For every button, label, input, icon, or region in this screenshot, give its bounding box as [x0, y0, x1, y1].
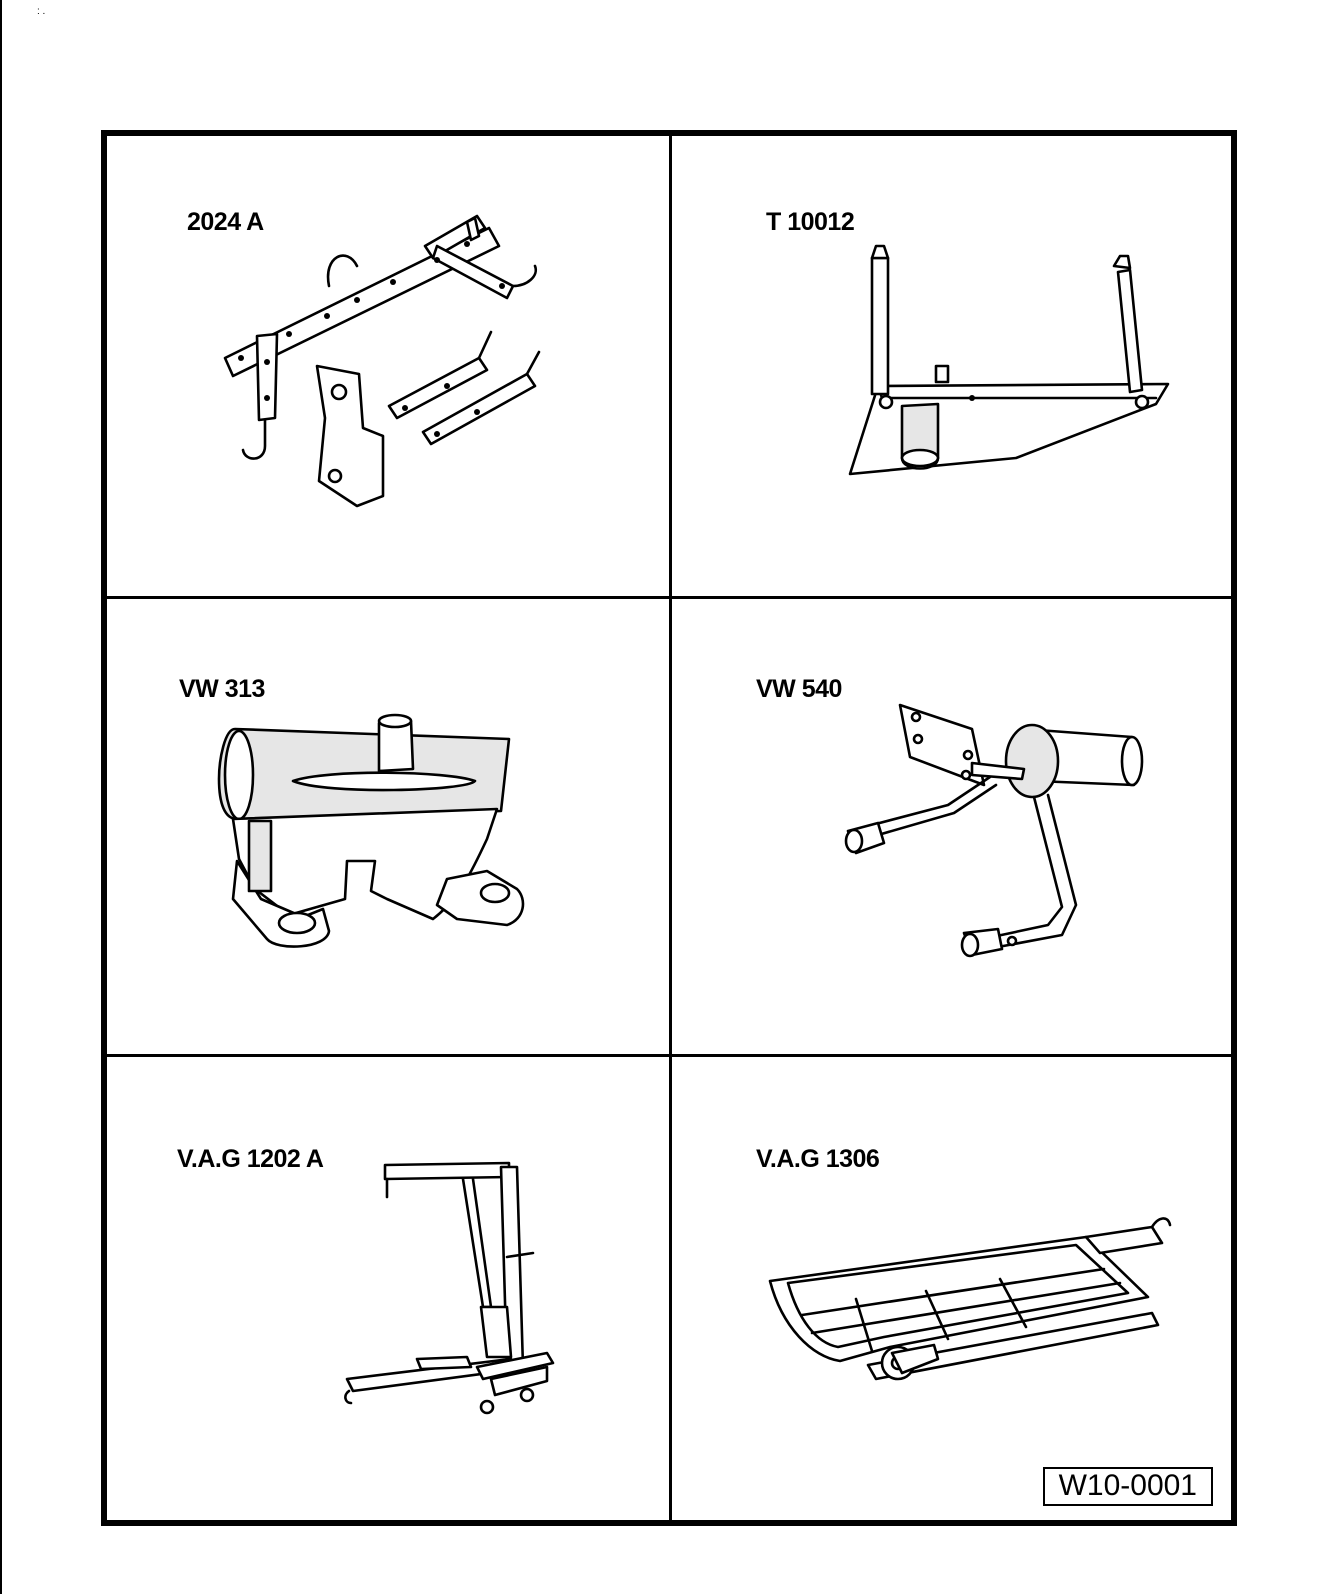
engine-holder-icon [217, 713, 525, 948]
tool-cell-vag1306: V.A.G 1306 W10-0001 [669, 1054, 1231, 1520]
tool-cell-t10012: T 10012 [669, 136, 1231, 596]
engine-lifting-tackle-icon [223, 214, 541, 508]
tool-cell-vw540: VW 540 [669, 596, 1231, 1054]
tool-label: 2024 A [187, 208, 264, 236]
tool-cell-2024a: 2024 A [107, 136, 669, 596]
special-tools-figure: 2024 A T 10012 [101, 130, 1237, 1526]
workshop-crane-icon [344, 1161, 555, 1415]
page-edge-line [0, 0, 2, 1594]
engine-holder-arm-icon [844, 703, 1144, 958]
tool-label: VW 540 [756, 675, 842, 703]
tool-cell-vag1202a: V.A.G 1202 A [107, 1054, 669, 1520]
tool-label: V.A.G 1202 A [177, 1145, 324, 1173]
tool-label: V.A.G 1306 [756, 1145, 880, 1173]
engine-support-bracket-icon [848, 244, 1170, 476]
tool-cell-vw313: VW 313 [107, 596, 669, 1054]
figure-id-box: W10-0001 [1042, 1467, 1213, 1506]
tool-label: VW 313 [179, 675, 265, 703]
tool-label: T 10012 [766, 208, 855, 236]
scan-specks: : . [37, 6, 46, 17]
drip-tray-icon [768, 1217, 1172, 1381]
